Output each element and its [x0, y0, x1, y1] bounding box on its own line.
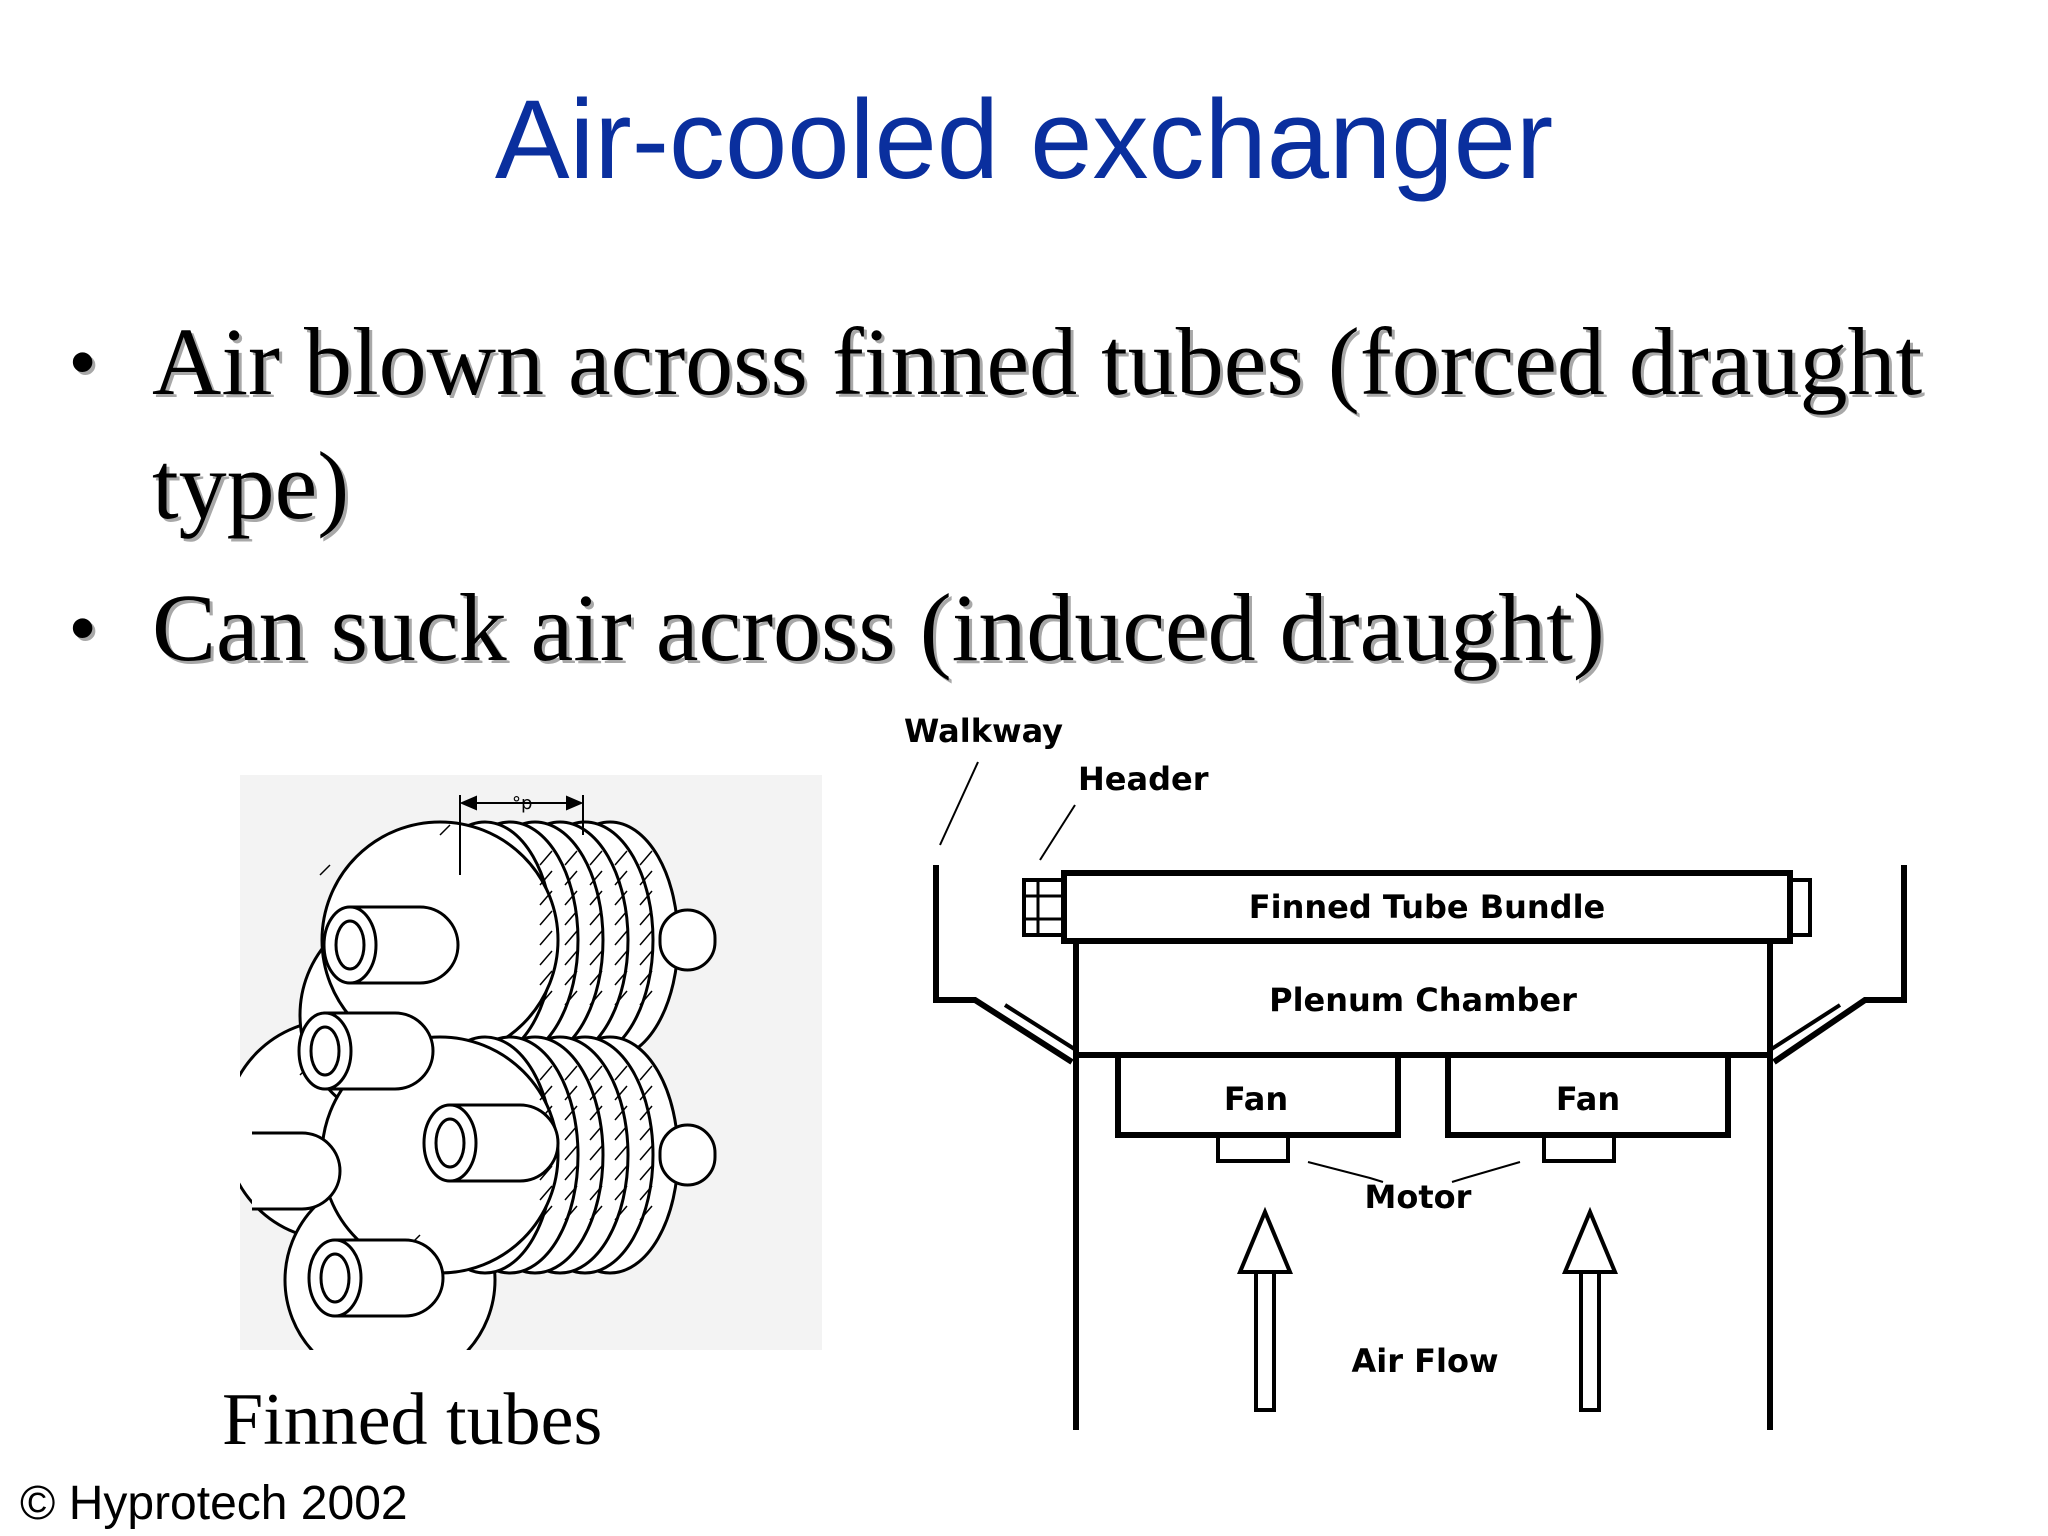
finned-tubes-illustration: °p: [240, 775, 822, 1350]
tube-end: [658, 1123, 717, 1187]
air-flow-arrow-left: [1254, 1268, 1276, 1412]
walkway-right: [1772, 865, 1907, 1065]
fan-left-label: Fan: [1224, 1080, 1288, 1118]
tube: [252, 1131, 342, 1211]
tube-bore: [309, 1025, 341, 1077]
pitch-dimension: [459, 795, 584, 875]
walkway-leader: [939, 761, 979, 846]
plenum-chamber: [1073, 938, 1773, 1058]
motor-leader-left: [1307, 1161, 1384, 1183]
tube-end: [658, 908, 717, 972]
tube: [323, 1011, 435, 1091]
copyright-notice: © Hyprotech 2002: [20, 1477, 408, 1530]
plenum-label: Plenum Chamber: [1269, 981, 1577, 1019]
air-flow-arrow-left: [1237, 1206, 1293, 1274]
motor-leader-right: [1451, 1161, 1521, 1183]
fan-right-label: Fan: [1556, 1080, 1620, 1118]
bullet-dot: •: [70, 322, 96, 402]
walkway-label: Walkway: [904, 712, 1063, 750]
tube-bore: [434, 1117, 466, 1169]
header-leader: [1039, 804, 1076, 861]
bullet-dot: •: [70, 588, 96, 668]
tube-bore: [334, 919, 366, 971]
slide-title: Air-cooled exchanger: [494, 77, 1554, 202]
bullet-list: • Air blown across finned tubes (forced …: [70, 300, 1970, 708]
header-box-left: [1022, 878, 1066, 937]
bullet-item: • Air blown across finned tubes (forced …: [70, 300, 1970, 548]
tube: [333, 1238, 445, 1318]
tube: [448, 1103, 560, 1183]
motor-left: [1216, 1133, 1290, 1163]
walkway-left: [933, 865, 1074, 1065]
motor-right: [1542, 1133, 1616, 1163]
air-flow-label: Air Flow: [1351, 1342, 1498, 1380]
air-flow-arrow-right: [1562, 1206, 1618, 1274]
air-flow-arrow-right: [1579, 1268, 1601, 1412]
bundle-label: Finned Tube Bundle: [1249, 888, 1606, 926]
bullet-text: Can suck air across (induced draught): [152, 574, 1605, 681]
bullet-text: Air blown across finned tubes (forced dr…: [152, 308, 1923, 539]
motor-label: Motor: [1365, 1178, 1472, 1216]
tube: [348, 905, 460, 985]
finned-tubes-caption: Finned tubes: [222, 1379, 603, 1461]
header-box-right: [1788, 878, 1812, 937]
exchanger-schematic: Walkway Header Finned Tube Bundle Plenum…: [904, 712, 1907, 1430]
pitch-label: °p: [512, 793, 532, 814]
bullet-item: • Can suck air across (induced draught): [70, 566, 1970, 690]
header-label: Header: [1078, 760, 1209, 798]
tube-bore: [319, 1252, 351, 1304]
